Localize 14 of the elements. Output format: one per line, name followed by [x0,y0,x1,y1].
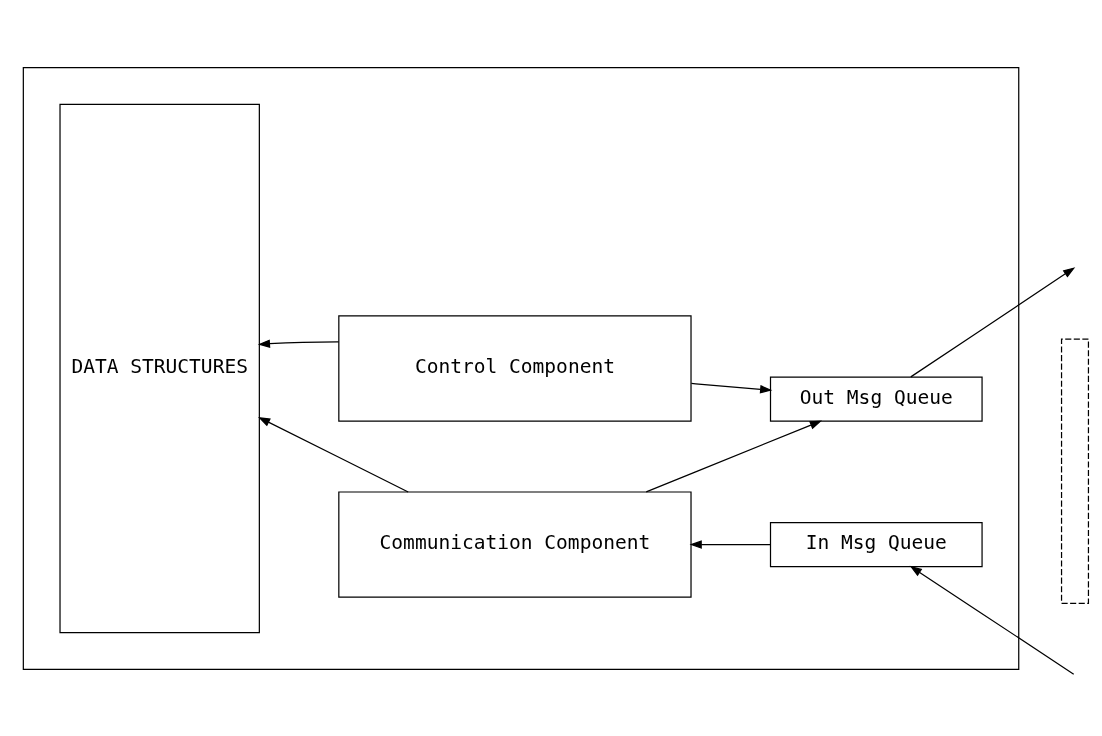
node-box: Out Msg Queue [769,375,983,422]
node-box: DATA STRUCTURES [59,103,260,633]
cluster [22,66,1020,670]
arrow [257,338,340,348]
arrow [689,539,772,549]
node-box: In Msg Queue [769,521,983,567]
arrow [690,382,773,394]
node-box: Communication Component [338,490,692,598]
node-box: Control Component [338,314,692,422]
arrow [909,565,1075,675]
arrow [910,266,1076,377]
arrow [258,416,409,493]
node-bar [1060,338,1090,604]
arrow [645,420,823,492]
